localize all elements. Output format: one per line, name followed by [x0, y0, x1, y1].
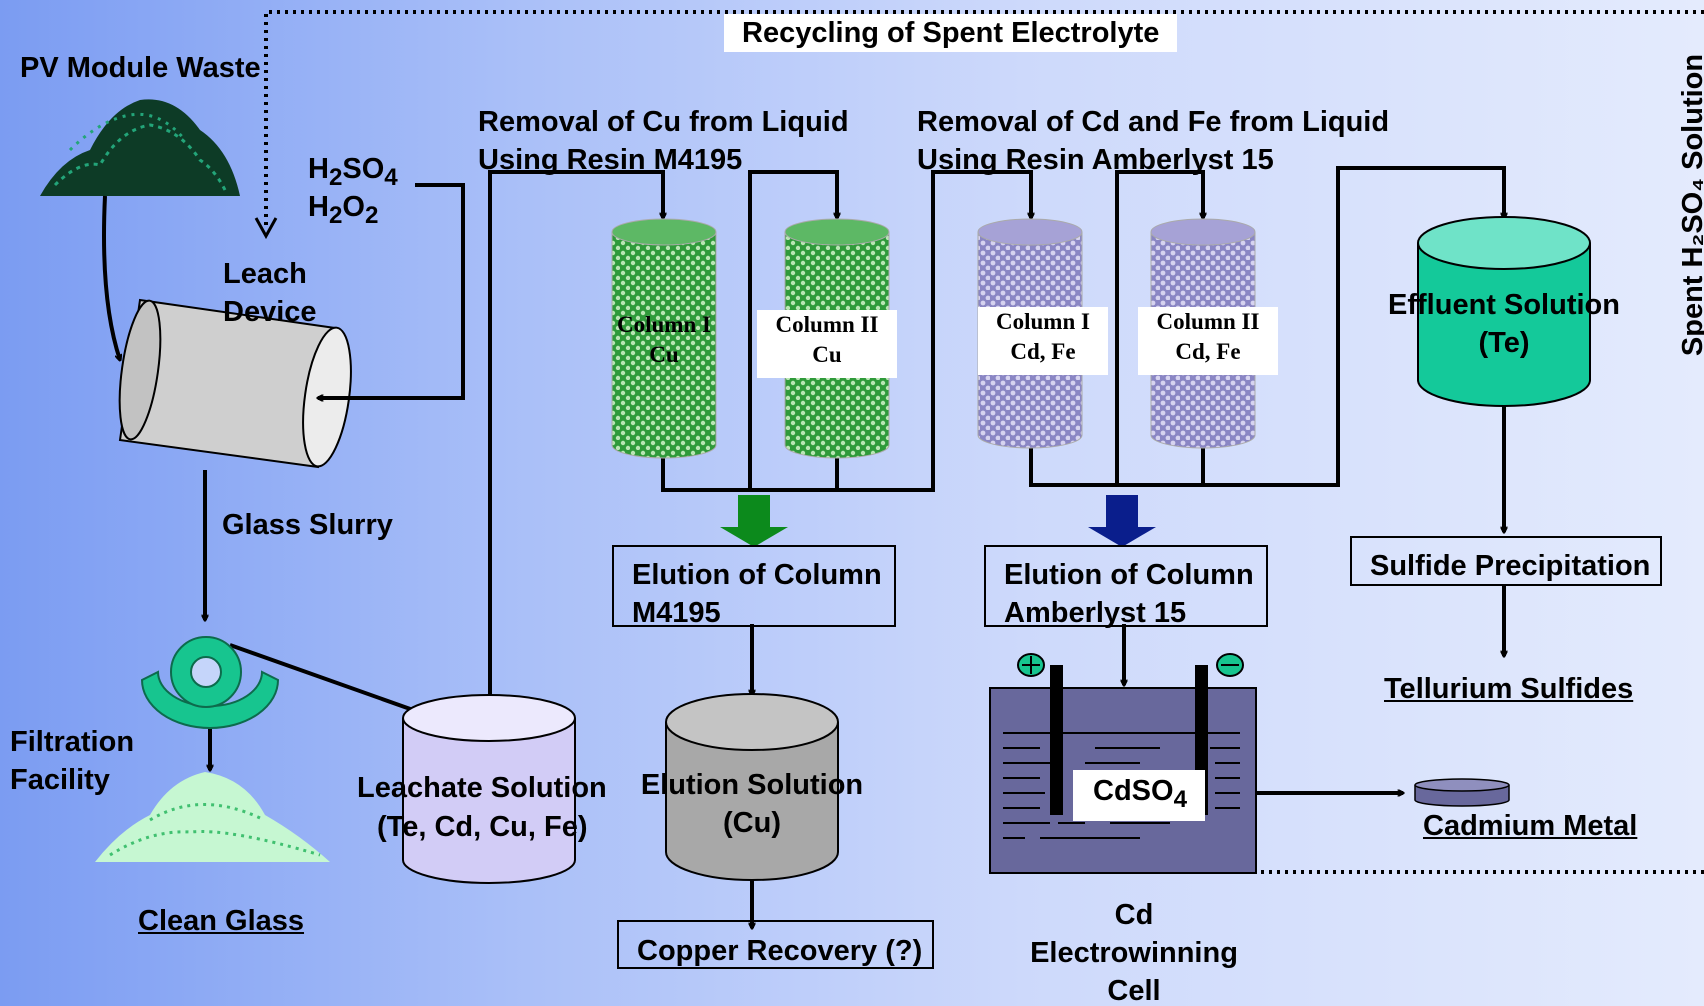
elution-amberlyst-box [984, 545, 1268, 627]
elution-m4195-box [612, 545, 896, 627]
arrow-waste-to-drum [102, 195, 120, 360]
effluent-label-1: Effluent Solution [1388, 289, 1620, 321]
minus-sign-icon [1216, 653, 1244, 677]
arrow-reagents-to-drum [318, 183, 465, 398]
leachate-tank [402, 694, 576, 884]
tellurium-sulfides-label: Tellurium Sulfides [1384, 673, 1634, 705]
pv-module-waste-label: PV Module Waste [20, 52, 261, 84]
blue-down-arrow [1088, 495, 1156, 547]
pipe-cdfe-to-effluent [1029, 166, 1504, 487]
elution-solution-tank [665, 693, 839, 881]
electrowinning-label-1: Cd [1114, 899, 1154, 931]
cdso4-label: CdSO4 [1073, 770, 1205, 821]
sulfide-precipitation-label: Sulfide Precipitation [1370, 550, 1651, 582]
column-label-cdfe-2-line2: Cd, Fe [1175, 339, 1241, 364]
clean-glass-label: Clean Glass [138, 905, 305, 937]
leach-device-label-2: Device [223, 296, 317, 328]
electrowinning-cell [989, 653, 1257, 874]
elution-amberlyst-label-1: Elution of Column [1004, 559, 1254, 591]
pipe-leachate-to-cu [488, 170, 663, 700]
effluent-label-2: (Te) [1478, 327, 1530, 359]
elution-m4195-label-1: Elution of Column [632, 559, 882, 591]
sulfide-precipitation-box [1350, 536, 1662, 586]
elution-m4195-label-2: M4195 [632, 597, 721, 629]
column-label-cdfe-1: Column I Cd, Fe [978, 307, 1108, 375]
filtration-device [140, 636, 280, 729]
column-label-cu-1-line1: Column I [617, 312, 711, 337]
leachate-label-2: (Te, Cd, Cu, Fe) [377, 811, 588, 843]
copper-recovery-label: Copper Recovery (?) [637, 935, 923, 967]
recycle-arrowhead [254, 217, 278, 240]
column-label-cu-2-line2: Cu [812, 342, 842, 367]
column-label-cdfe-2: Column II Cd, Fe [1138, 307, 1278, 375]
column-label-cu-2-line1: Column II [775, 312, 879, 337]
cu-columns [611, 218, 890, 459]
cdfe-removal-label-1: Removal of Cd and Fe from Liquid [917, 106, 1390, 138]
cadmium-metal-label: Cadmium Metal [1423, 810, 1638, 842]
glass-slurry-label: Glass Slurry [222, 509, 393, 541]
pipe-cu1-to-cu2 [748, 170, 837, 490]
cdfe-removal-label-2: Using Resin Amberlyst 15 [917, 144, 1274, 176]
clean-glass-pile [95, 772, 330, 862]
filtration-facility-label-2: Facility [10, 764, 110, 796]
diagram-title: Recycling of Spent Electrolyte [724, 14, 1178, 52]
column-label-cu-1: Column I Cu [602, 310, 726, 378]
recycle-loop [264, 10, 1704, 874]
cadmium-metal-disc [1414, 778, 1510, 807]
electrowinning-label-3: Cell [1107, 975, 1161, 1006]
anode [1050, 665, 1063, 815]
pv-waste-pile [40, 99, 240, 196]
green-down-arrow [720, 495, 788, 547]
column-label-cu-1-line2: Cu [649, 342, 679, 367]
effluent-tank [1417, 216, 1591, 407]
column-label-cdfe-2-line1: Column II [1156, 309, 1260, 334]
filtration-facility-label-1: Filtration [10, 726, 135, 758]
reagent-h2so4: H2SO4 [308, 153, 398, 191]
leach-device-label-1: Leach [223, 258, 307, 290]
column-label-cdfe-1-line1: Column I [996, 309, 1090, 334]
column-label-cu-2: Column II Cu [757, 310, 897, 378]
pipe-cu-to-cdfe [661, 170, 1031, 492]
elution-amberlyst-label-2: Amberlyst 15 [1004, 597, 1187, 629]
pipe-cd1-to-cd2 [1115, 170, 1203, 485]
column-label-cdfe-1-line2: Cd, Fe [1010, 339, 1076, 364]
cu-removal-label-1: Removal of Cu from Liquid [478, 106, 849, 138]
cu-removal-label-2: Using Resin M4195 [478, 144, 743, 176]
reagent-h2o2: H2O2 [308, 191, 379, 229]
plus-sign-icon [1017, 653, 1045, 677]
elution-solution-label-1: Elution Solution [640, 769, 864, 801]
leachate-label-1: Leachate Solution [357, 772, 607, 804]
electrowinning-label-2: Electrowinning [1030, 937, 1238, 969]
elution-solution-label-2: (Cu) [723, 807, 781, 839]
spent-solution-label: Spent H₂SO₄ Solution [1677, 53, 1704, 357]
copper-recovery-box [617, 920, 934, 969]
